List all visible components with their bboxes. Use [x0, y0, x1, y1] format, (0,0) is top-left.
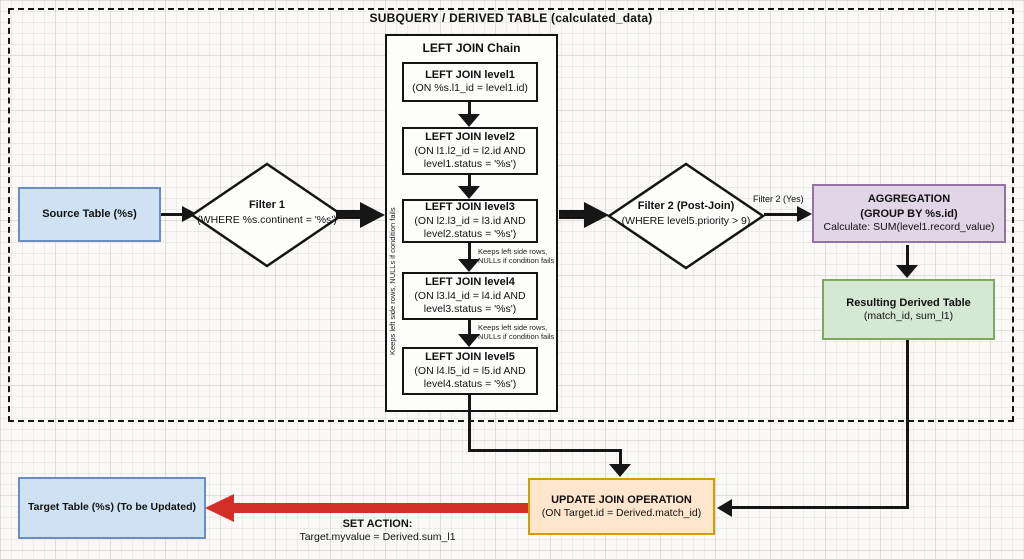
arrow-note-4-5: Keeps left side rows, NULLs if condition… [478, 323, 554, 342]
join-level3-title: LEFT JOIN level3 [425, 201, 515, 214]
update-join-node: UPDATE JOIN OPERATION (ON Target.id = De… [528, 478, 715, 535]
aggregation-line1: AGGREGATION [867, 193, 951, 206]
filter2-condition: (WHERE level5.priority > 9) [621, 214, 751, 227]
connector-derived-down [906, 340, 909, 509]
filter2-yes-label: Filter 2 (Yes) [753, 194, 804, 204]
join-level2-title: LEFT JOIN level2 [425, 131, 515, 144]
arrowhead-level3-to-level4-icon [458, 259, 480, 272]
connector-chain-down [468, 395, 471, 452]
join-level3-cond2: level2.status = '%s') [423, 228, 517, 241]
filter2-diamond [607, 162, 765, 270]
red-arrow-update-to-target [233, 503, 528, 513]
join-level1-title: LEFT JOIN level1 [425, 69, 515, 82]
arrow-level3-to-level4 [468, 243, 471, 261]
left-join-chain-title: LEFT JOIN Chain [422, 41, 521, 55]
join-level4-cond2: level3.status = '%s') [423, 303, 517, 316]
arrowhead-chain-to-update-icon [609, 464, 631, 477]
filter1-condition: (WHERE %s.continent = '%s') [197, 213, 337, 226]
join-level4-title: LEFT JOIN level4 [425, 276, 515, 289]
filter1-title: Filter 1 [248, 199, 286, 211]
arrowhead-derived-to-update-icon [717, 499, 732, 517]
update-join-title: UPDATE JOIN OPERATION [551, 493, 692, 506]
arrow-level1-to-level2 [468, 102, 471, 117]
arrow-note-3-4-line2: NULLs if condition fails [478, 256, 555, 266]
arrowhead-chain-to-filter2-icon [584, 202, 609, 228]
join-level2-box: LEFT JOIN level2 (ON l1.l2_id = l2.id AN… [402, 127, 538, 175]
join-level2-cond1: (ON l1.l2_id = l2.id AND [414, 144, 526, 157]
arrowhead-filter2-to-aggregation-icon [797, 206, 812, 222]
arrow-note-4-5-line1: Keeps left side rows, [478, 323, 548, 332]
arrow-note-3-4-line1: Keeps left side rows, [478, 247, 548, 256]
filter1-diamond [190, 162, 344, 268]
join-level1-cond: (ON %s.l1_id = level1.id) [412, 82, 528, 95]
aggregation-line2: (GROUP BY %s.id) [860, 207, 958, 220]
source-table-node: Source Table (%s) [18, 187, 161, 242]
arrowhead-level2-to-level3-icon [458, 186, 480, 199]
arrow-aggregation-to-derived [906, 245, 909, 267]
set-action-title: SET ACTION: [342, 518, 413, 530]
chain-side-note: Keeps left side rows, NULLs if condition… [388, 207, 397, 355]
connector-chain-down2 [619, 449, 622, 467]
derived-table-node: Resulting Derived Table (match_id, sum_l… [822, 279, 995, 340]
arrow-note-3-4: Keeps left side rows, NULLs if condition… [478, 247, 554, 266]
aggregation-node: AGGREGATION (GROUP BY %s.id) Calculate: … [812, 184, 1006, 243]
connector-chain-right [468, 449, 622, 452]
join-level3-cond1: (ON l2.l3_id = l3.id AND [414, 214, 526, 227]
arrowhead-filter1-to-chain-icon [360, 202, 385, 228]
join-level5-cond2: level4.status = '%s') [423, 378, 517, 391]
red-arrowhead-icon [205, 494, 234, 522]
target-table-label: Target Table (%s) (To be Updated) [27, 501, 196, 514]
join-level4-box: LEFT JOIN level4 (ON l3.l4_id = l4.id AN… [402, 272, 538, 320]
derived-table-subtitle: (match_id, sum_l1) [863, 309, 954, 322]
arrow-filter1-to-chain [336, 210, 364, 219]
arrowhead-source-to-filter1-icon [182, 206, 197, 222]
aggregation-line3: Calculate: SUM(level1.record_value) [823, 220, 995, 233]
arrowhead-level4-to-level5-icon [458, 334, 480, 347]
join-level5-box: LEFT JOIN level5 (ON l4.l5_id = l5.id AN… [402, 347, 538, 395]
update-join-subtitle: (ON Target.id = Derived.match_id) [541, 506, 702, 519]
filter2-text: Filter 2 (Post-Join) (WHERE level5.prior… [592, 199, 780, 228]
source-table-label: Source Table (%s) [42, 208, 137, 221]
arrow-filter2-to-aggregation [764, 213, 800, 216]
derived-table-title: Resulting Derived Table [846, 296, 971, 309]
join-level2-cond2: level1.status = '%s') [423, 158, 517, 171]
arrowhead-level1-to-level2-icon [458, 114, 480, 127]
arrow-chain-to-filter2 [559, 210, 587, 219]
arrow-source-to-filter1 [161, 213, 185, 216]
join-level5-title: LEFT JOIN level5 [425, 351, 515, 364]
subquery-title: SUBQUERY / DERIVED TABLE (calculated_dat… [369, 11, 653, 25]
arrow-level2-to-level3 [468, 175, 471, 189]
arrowhead-aggregation-to-derived-icon [896, 265, 918, 278]
subquery-dashed-container [8, 8, 1014, 422]
connector-derived-left [731, 506, 909, 509]
target-table-node: Target Table (%s) (To be Updated) [18, 477, 206, 539]
join-level4-cond1: (ON l3.l4_id = l4.id AND [414, 289, 526, 302]
set-action-label: SET ACTION: Target.myvalue = Derived.sum… [240, 517, 515, 545]
set-action-detail: Target.myvalue = Derived.sum_l1 [299, 531, 456, 544]
join-level5-cond1: (ON l4.l5_id = l5.id AND [414, 364, 526, 377]
arrow-note-4-5-line2: NULLs if condition fails [478, 332, 555, 342]
join-level1-box: LEFT JOIN level1 (ON %s.l1_id = level1.i… [402, 62, 538, 102]
filter2-title: Filter 2 (Post-Join) [637, 200, 735, 212]
arrow-level4-to-level5 [468, 320, 471, 336]
join-level3-box: LEFT JOIN level3 (ON l2.l3_id = l3.id AN… [402, 199, 538, 243]
filter1-text: Filter 1 (WHERE %s.continent = '%s') [178, 198, 356, 227]
